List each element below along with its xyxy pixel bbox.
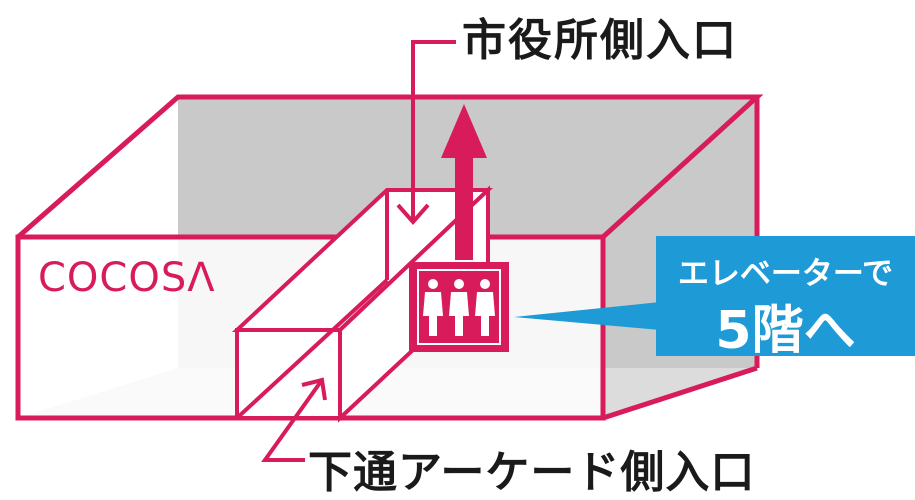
callout-pointer bbox=[514, 302, 660, 330]
elevator-icon bbox=[409, 262, 509, 352]
store-logo: COCOSΛ bbox=[38, 255, 216, 301]
callout-line-1: エレベーターで bbox=[677, 256, 894, 292]
arcade-arrow-icon bbox=[261, 377, 327, 462]
down-arrow-icon bbox=[396, 40, 456, 226]
person-icon bbox=[423, 279, 495, 336]
callout-line-2: 5階へ bbox=[715, 301, 856, 361]
elevator-callout: エレベーターで 5階へ bbox=[656, 236, 915, 361]
arcade-entrance-label: 下通アーケード側入口 bbox=[308, 447, 756, 498]
up-arrow-icon bbox=[441, 104, 487, 260]
city-hall-entrance-label: 市役所側入口 bbox=[462, 15, 738, 66]
